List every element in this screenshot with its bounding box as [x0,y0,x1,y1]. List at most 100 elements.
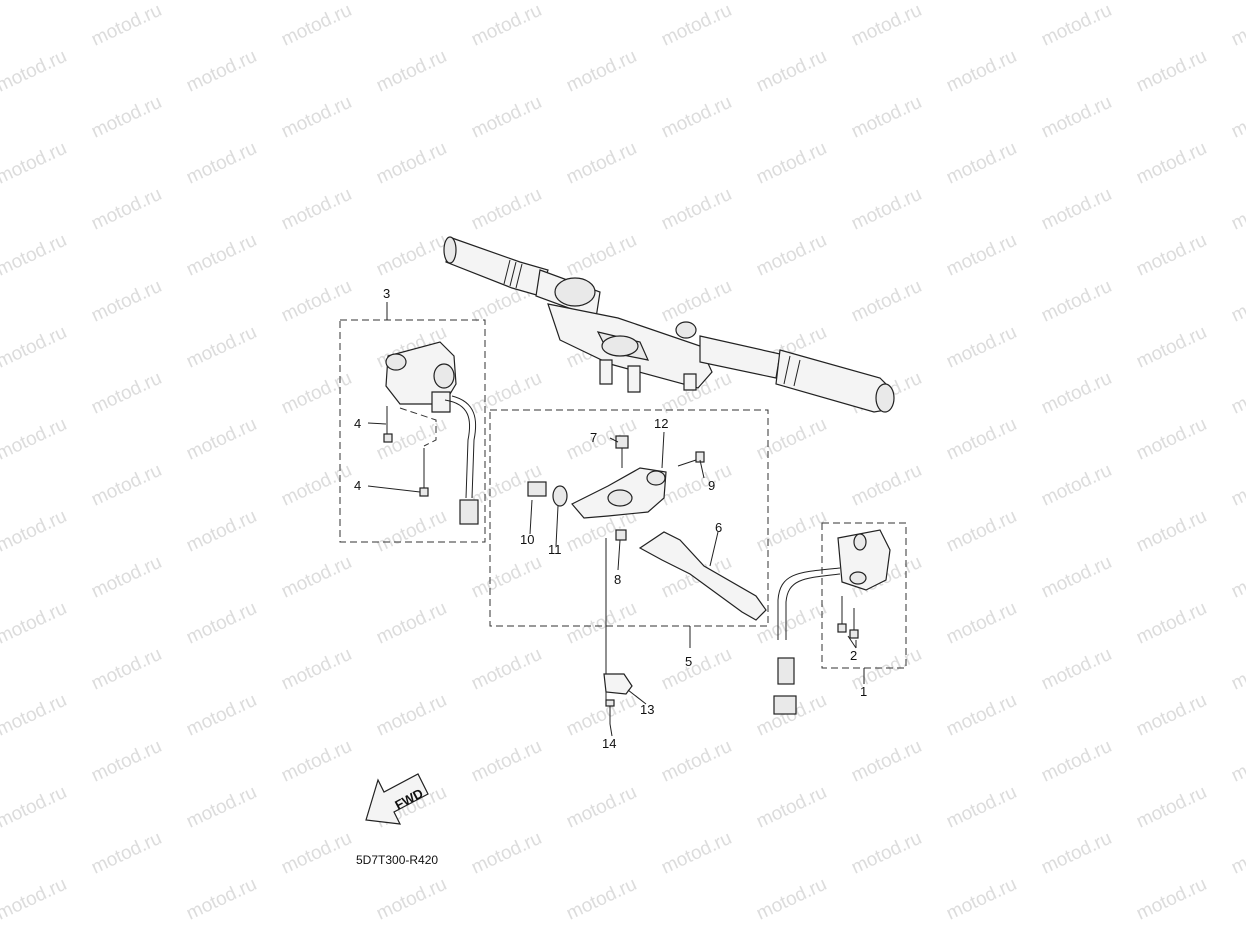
handlebar [443,236,895,413]
callout-14: 14 [602,736,616,751]
callout-labels: 1 2 3 4 4 5 6 7 8 9 10 11 12 13 14 [354,286,867,751]
callout-6: 6 [715,520,722,535]
watermark-text: motod.ru [278,368,355,419]
watermark-text: motod.ru [0,506,70,557]
watermark-text: motod.ru [753,874,830,925]
watermark-text: motod.ru [1228,0,1246,51]
watermark-text: motod.ru [0,46,70,97]
callout-4-upper: 4 [354,416,361,431]
watermark-text: motod.ru [278,828,355,879]
watermark-text: motod.ru [1228,644,1246,695]
watermark-text: motod.ru [1228,368,1246,419]
watermark-text: motod.ru [943,782,1020,833]
watermark-text: motod.ru [1038,0,1115,51]
watermark-text: motod.ru [658,184,735,235]
callout-10: 10 [520,532,534,547]
watermark-text: motod.ru [183,782,260,833]
watermark-text: motod.ru [278,460,355,511]
watermark-text: motod.ru [373,506,450,557]
watermark-text: motod.ru [1038,184,1115,235]
watermark-text: motod.ru [658,0,735,51]
watermark-text: motod.ru [563,46,640,97]
watermark-text: motod.ru [1228,276,1246,327]
watermark-text: motod.ru [88,644,165,695]
watermark-text: motod.ru [183,690,260,741]
watermark-text: motod.ru [468,184,545,235]
watermark-text: motod.ru [88,184,165,235]
watermark-text: motod.ru [848,0,925,51]
watermark-text: motod.ru [753,598,830,649]
watermark-text: motod.ru [183,414,260,465]
watermark-text: motod.ru [88,276,165,327]
watermark-text: motod.ru [183,322,260,373]
watermark-text: motod.ru [468,552,545,603]
watermark-text: motod.ru [468,0,545,51]
watermark-text: motod.ru [943,874,1020,925]
watermark-text: motod.ru [183,0,260,5]
watermark-text: motod.ru [753,782,830,833]
watermark-text: motod.ru [1133,0,1210,5]
watermark-text: motod.ru [278,0,355,51]
watermark-text: motod.ru [563,874,640,925]
watermark-text: motod.ru [183,138,260,189]
watermark-text: motod.ru [753,46,830,97]
watermark-text: motod.ru [0,782,70,833]
callout-1: 1 [860,684,867,699]
watermark-text: motod.ru [1038,368,1115,419]
watermark-text: motod.ru [278,92,355,143]
watermark-text: motod.ru [943,230,1020,281]
watermark-text: motod.ru [1133,874,1210,925]
callout-4-lower: 4 [354,478,361,493]
watermark-text: motod.ru [563,598,640,649]
watermark-text: motod.ru [373,230,450,281]
watermark-text: motod.ru [88,368,165,419]
watermark-text: motod.ru [183,874,260,925]
watermark-text: motod.ru [658,276,735,327]
watermark-text: motod.ru [753,230,830,281]
leader-lines [367,302,865,737]
watermark-text: motod.ru [0,138,70,189]
watermark-text: motod.ru [1038,736,1115,787]
watermark-text: motod.ru [1133,138,1210,189]
watermark-text: motod.ru [1133,46,1210,97]
watermark-text: motod.ru [1228,828,1246,879]
watermark-text: motod.ru [753,414,830,465]
watermark-text: motod.ru [848,92,925,143]
watermark-text: motod.ru [1228,460,1246,511]
watermark-text: motod.ru [1133,690,1210,741]
watermark-text: motod.ru [0,0,70,5]
watermark-text: motod.ru [1038,92,1115,143]
watermark-text: motod.ru [468,828,545,879]
watermark-text: motod.ru [658,736,735,787]
watermark-text: motod.ru [848,828,925,879]
right-handlebar-switch [773,522,907,715]
callout-8: 8 [614,572,621,587]
left-handlebar-switch [339,319,486,543]
watermark-text: motod.ru [468,92,545,143]
callout-12: 12 [654,416,668,431]
watermark-text: motod.ru [1228,552,1246,603]
watermark-text: motod.ru [373,138,450,189]
watermark-text: motod.ru [0,414,70,465]
watermark-text: motod.ru [848,460,925,511]
watermark-text: motod.ru [278,552,355,603]
callout-9: 9 [708,478,715,493]
watermark-text: motod.ru [563,230,640,281]
watermark-text: motod.ru [1228,92,1246,143]
watermark-text: motod.ru [0,230,70,281]
watermark-text: motod.ru [1133,230,1210,281]
watermark-text: motod.ru [88,552,165,603]
watermark-text: motod.ru [848,276,925,327]
watermark-text: motod.ru [848,184,925,235]
watermark-text: motod.ru [1228,736,1246,787]
cable-clamp [603,673,633,724]
watermark-text: motod.ru [0,598,70,649]
watermark-text: motod.ru [658,92,735,143]
watermark-text: motod.ru [563,782,640,833]
watermark-text: motod.ru [1133,598,1210,649]
watermark-text: motod.ru [943,598,1020,649]
watermark-text: motod.ru [373,874,450,925]
watermark-text: motod.ru [0,322,70,373]
watermark-text: motod.ru [943,46,1020,97]
